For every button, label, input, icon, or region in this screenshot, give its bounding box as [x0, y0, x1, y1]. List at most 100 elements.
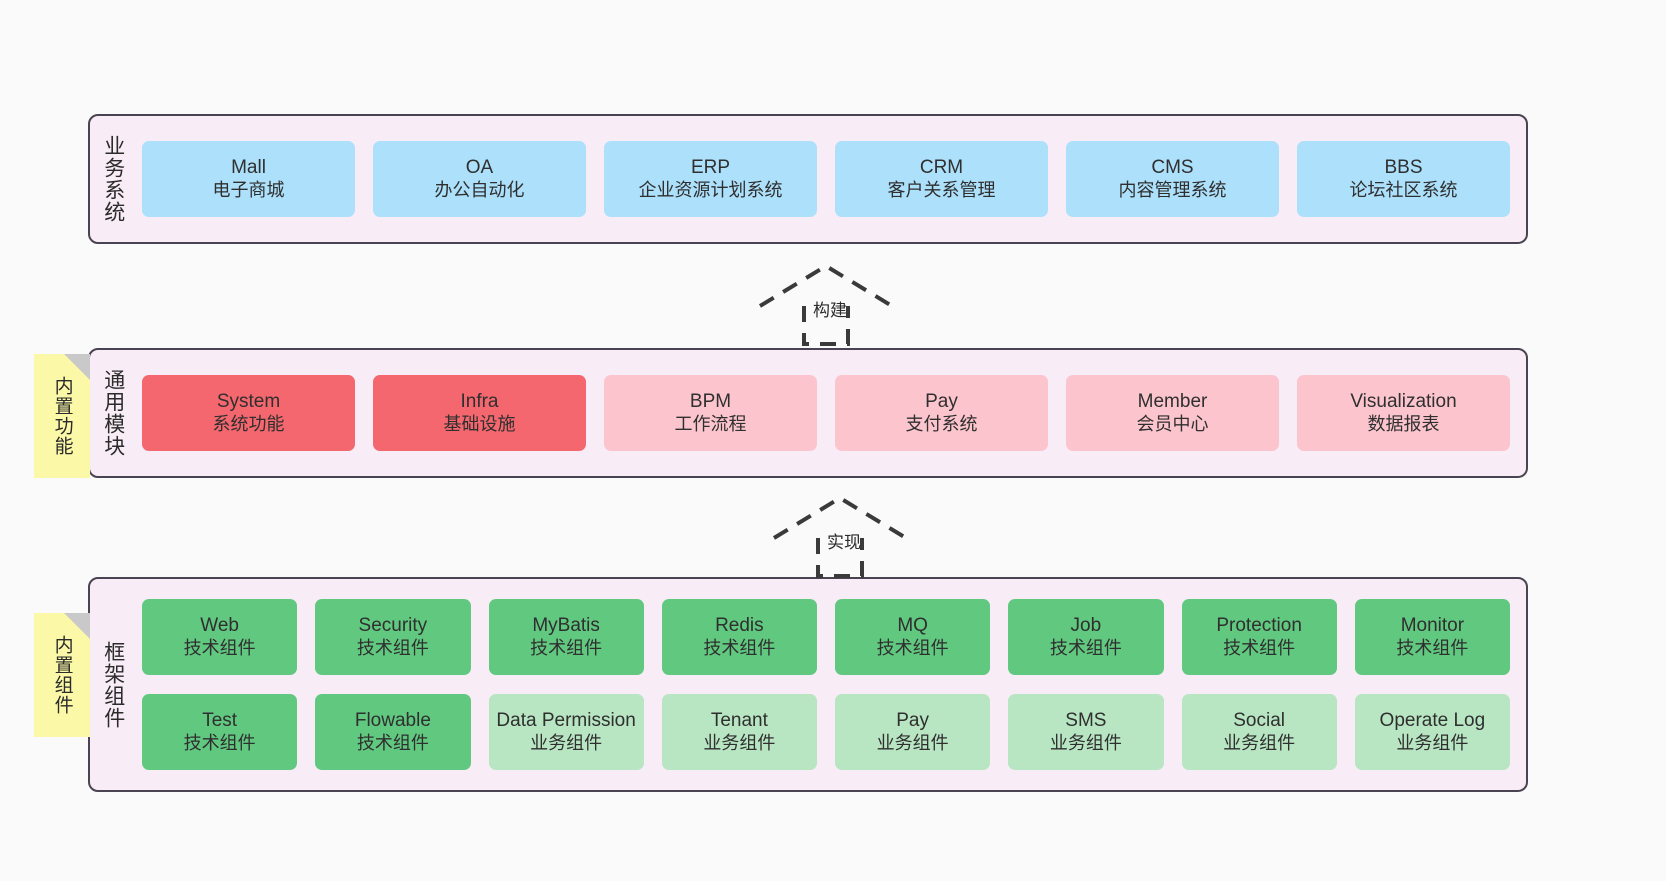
component-type: 技术组件: [356, 732, 429, 753]
module-name: Pay: [925, 391, 958, 413]
module-name: Mall: [231, 157, 266, 179]
component-type: 业务组件: [530, 732, 603, 753]
note-builtin-components: 内置组件: [34, 613, 90, 737]
module-desc: 会员中心: [1136, 413, 1209, 434]
module-name: OA: [465, 157, 494, 179]
component-card-web[interactable]: Web 技术组件: [142, 599, 298, 675]
connector-label-implement: 实现: [827, 533, 861, 552]
component-type: 业务组件: [1396, 732, 1469, 753]
layer-framework-components: 框架组件 Web 技术组件 Security 技术组件 MyBatis 技术组件…: [88, 577, 1528, 792]
module-card-member[interactable]: Member 会员中心: [1066, 375, 1279, 451]
layer-body-business-systems: Mall 电子商城 OA 办公自动化 ERP 企业资源计划系统 CRM 客户关系…: [136, 116, 1526, 242]
component-card-flowable[interactable]: Flowable 技术组件: [315, 694, 471, 770]
module-name: ERP: [690, 157, 731, 179]
component-type: 技术组件: [530, 637, 603, 658]
module-card-visualization[interactable]: Visualization 数据报表: [1297, 375, 1510, 451]
module-desc: 客户关系管理: [887, 179, 996, 200]
component-name: Redis: [715, 615, 764, 637]
module-desc: 数据报表: [1367, 413, 1440, 434]
module-desc: 电子商城: [212, 179, 285, 200]
component-name: MyBatis: [532, 615, 600, 637]
component-type: 技术组件: [703, 637, 776, 658]
layer-common-modules: 通用模块 System 系统功能 Infra 基础设施 BPM 工作流程 Pay…: [88, 348, 1528, 478]
module-name: Member: [1137, 391, 1208, 413]
component-type: 业务组件: [1049, 732, 1122, 753]
component-card-security[interactable]: Security 技术组件: [315, 599, 471, 675]
component-name: Monitor: [1400, 615, 1465, 637]
component-type: 技术组件: [876, 637, 949, 658]
component-card-monitor[interactable]: Monitor 技术组件: [1354, 599, 1510, 675]
component-card-redis[interactable]: Redis 技术组件: [661, 599, 817, 675]
module-card-bbs[interactable]: BBS 论坛社区系统: [1297, 141, 1510, 217]
note-builtin-functions: 内置功能: [34, 354, 90, 478]
module-desc: 论坛社区系统: [1349, 179, 1458, 200]
component-card-operate-log[interactable]: Operate Log 业务组件: [1354, 694, 1510, 770]
layer-body-common-modules: System 系统功能 Infra 基础设施 BPM 工作流程 Pay 支付系统…: [136, 350, 1526, 476]
component-card-pay[interactable]: Pay 业务组件: [835, 694, 991, 770]
module-card-cms[interactable]: CMS 内容管理系统: [1066, 141, 1279, 217]
note-label: 内置功能: [51, 376, 73, 456]
layer-business-systems: 业务系统 Mall 电子商城 OA 办公自动化 ERP 企业资源计划系统 CRM…: [88, 114, 1528, 244]
component-type: 技术组件: [183, 637, 256, 658]
layer-title-common-modules: 通用模块: [101, 369, 125, 457]
component-type: 业务组件: [876, 732, 949, 753]
module-desc: 基础设施: [443, 413, 516, 434]
component-name: Data Permission: [496, 710, 636, 732]
module-card-oa[interactable]: OA 办公自动化: [373, 141, 586, 217]
component-card-mq[interactable]: MQ 技术组件: [835, 599, 991, 675]
component-name: Test: [202, 710, 238, 732]
module-card-pay[interactable]: Pay 支付系统: [835, 375, 1048, 451]
module-card-erp[interactable]: ERP 企业资源计划系统: [604, 141, 817, 217]
module-card-system[interactable]: System 系统功能: [142, 375, 355, 451]
layer-title-framework-components: 框架组件: [101, 640, 125, 729]
layer-body-framework-components: Web 技术组件 Security 技术组件 MyBatis 技术组件 Redi…: [136, 579, 1526, 790]
connector-stem-icon: [802, 306, 850, 346]
component-name: Social: [1233, 710, 1285, 732]
row: Web 技术组件 Security 技术组件 MyBatis 技术组件 Redi…: [142, 599, 1510, 675]
module-name: CMS: [1151, 157, 1194, 179]
module-card-crm[interactable]: CRM 客户关系管理: [835, 141, 1048, 217]
layer-title-business-systems: 业务系统: [101, 135, 125, 223]
component-type: 技术组件: [1223, 637, 1296, 658]
connector-stem-icon: [816, 538, 864, 578]
component-name: Operate Log: [1379, 710, 1486, 732]
module-desc: 工作流程: [674, 413, 747, 434]
component-name: Pay: [896, 710, 929, 732]
row: Test 技术组件 Flowable 技术组件 Data Permission …: [142, 694, 1510, 770]
module-desc: 支付系统: [905, 413, 978, 434]
component-card-social[interactable]: Social 业务组件: [1181, 694, 1337, 770]
connector-implement: 实现: [770, 492, 922, 578]
component-card-protection[interactable]: Protection 技术组件: [1181, 599, 1337, 675]
module-desc: 企业资源计划系统: [638, 179, 783, 200]
component-name: SMS: [1065, 710, 1107, 732]
component-card-mybatis[interactable]: MyBatis 技术组件: [488, 599, 644, 675]
component-card-tenant[interactable]: Tenant 业务组件: [661, 694, 817, 770]
component-card-data-permission[interactable]: Data Permission 业务组件: [488, 694, 644, 770]
component-name: Security: [358, 615, 428, 637]
component-type: 业务组件: [1223, 732, 1296, 753]
component-card-test[interactable]: Test 技术组件: [142, 694, 298, 770]
component-name: Web: [200, 615, 239, 637]
component-card-job[interactable]: Job 技术组件: [1008, 599, 1164, 675]
row: System 系统功能 Infra 基础设施 BPM 工作流程 Pay 支付系统…: [142, 375, 1510, 451]
component-name: Tenant: [710, 710, 768, 732]
module-name: BBS: [1384, 157, 1423, 179]
component-name: Flowable: [354, 710, 431, 732]
module-name: BPM: [689, 391, 732, 413]
component-card-sms[interactable]: SMS 业务组件: [1008, 694, 1164, 770]
note-label: 内置组件: [51, 635, 73, 715]
module-card-bpm[interactable]: BPM 工作流程: [604, 375, 817, 451]
connector-label-build: 构建: [813, 301, 847, 320]
component-type: 技术组件: [356, 637, 429, 658]
component-type: 技术组件: [183, 732, 256, 753]
module-name: Infra: [460, 391, 499, 413]
module-card-infra[interactable]: Infra 基础设施: [373, 375, 586, 451]
connector-build: 构建: [756, 260, 908, 346]
component-name: MQ: [897, 615, 928, 637]
component-type: 业务组件: [703, 732, 776, 753]
component-name: Protection: [1216, 615, 1302, 637]
module-card-mall[interactable]: Mall 电子商城: [142, 141, 355, 217]
component-name: Job: [1070, 615, 1102, 637]
module-desc: 内容管理系统: [1118, 179, 1227, 200]
